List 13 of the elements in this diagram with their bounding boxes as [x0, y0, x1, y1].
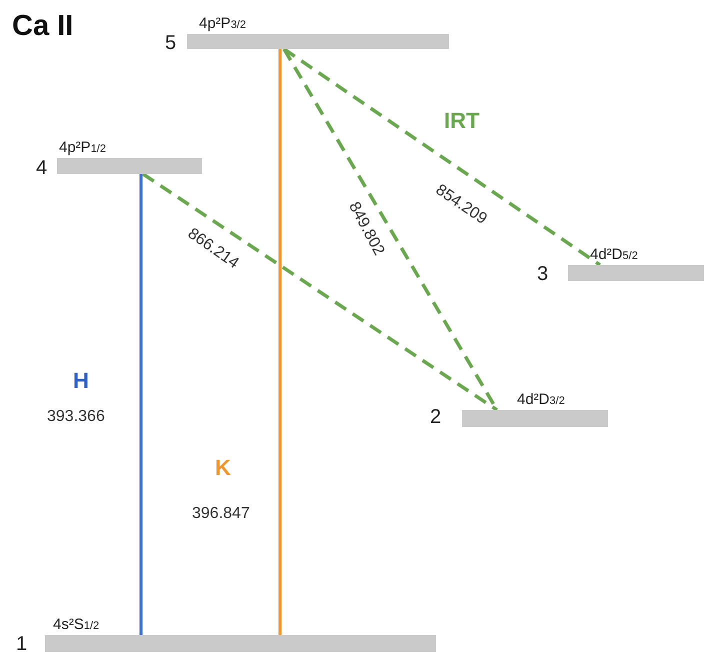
level-number: 4: [36, 157, 48, 180]
dashed-transition-line: [283, 48, 601, 266]
line-name: IRT: [444, 108, 480, 134]
transition-line: [278, 49, 282, 635]
diagram-title: Ca II: [12, 10, 74, 43]
level-number: 1: [16, 633, 28, 656]
level-number: 2: [430, 406, 442, 429]
line-name: K: [215, 455, 231, 481]
level-number: 5: [165, 32, 176, 55]
line-name: H: [73, 368, 89, 394]
level-number: 3: [537, 263, 548, 286]
transition-line: [140, 174, 142, 635]
dashed-transition-line: [142, 172, 498, 412]
